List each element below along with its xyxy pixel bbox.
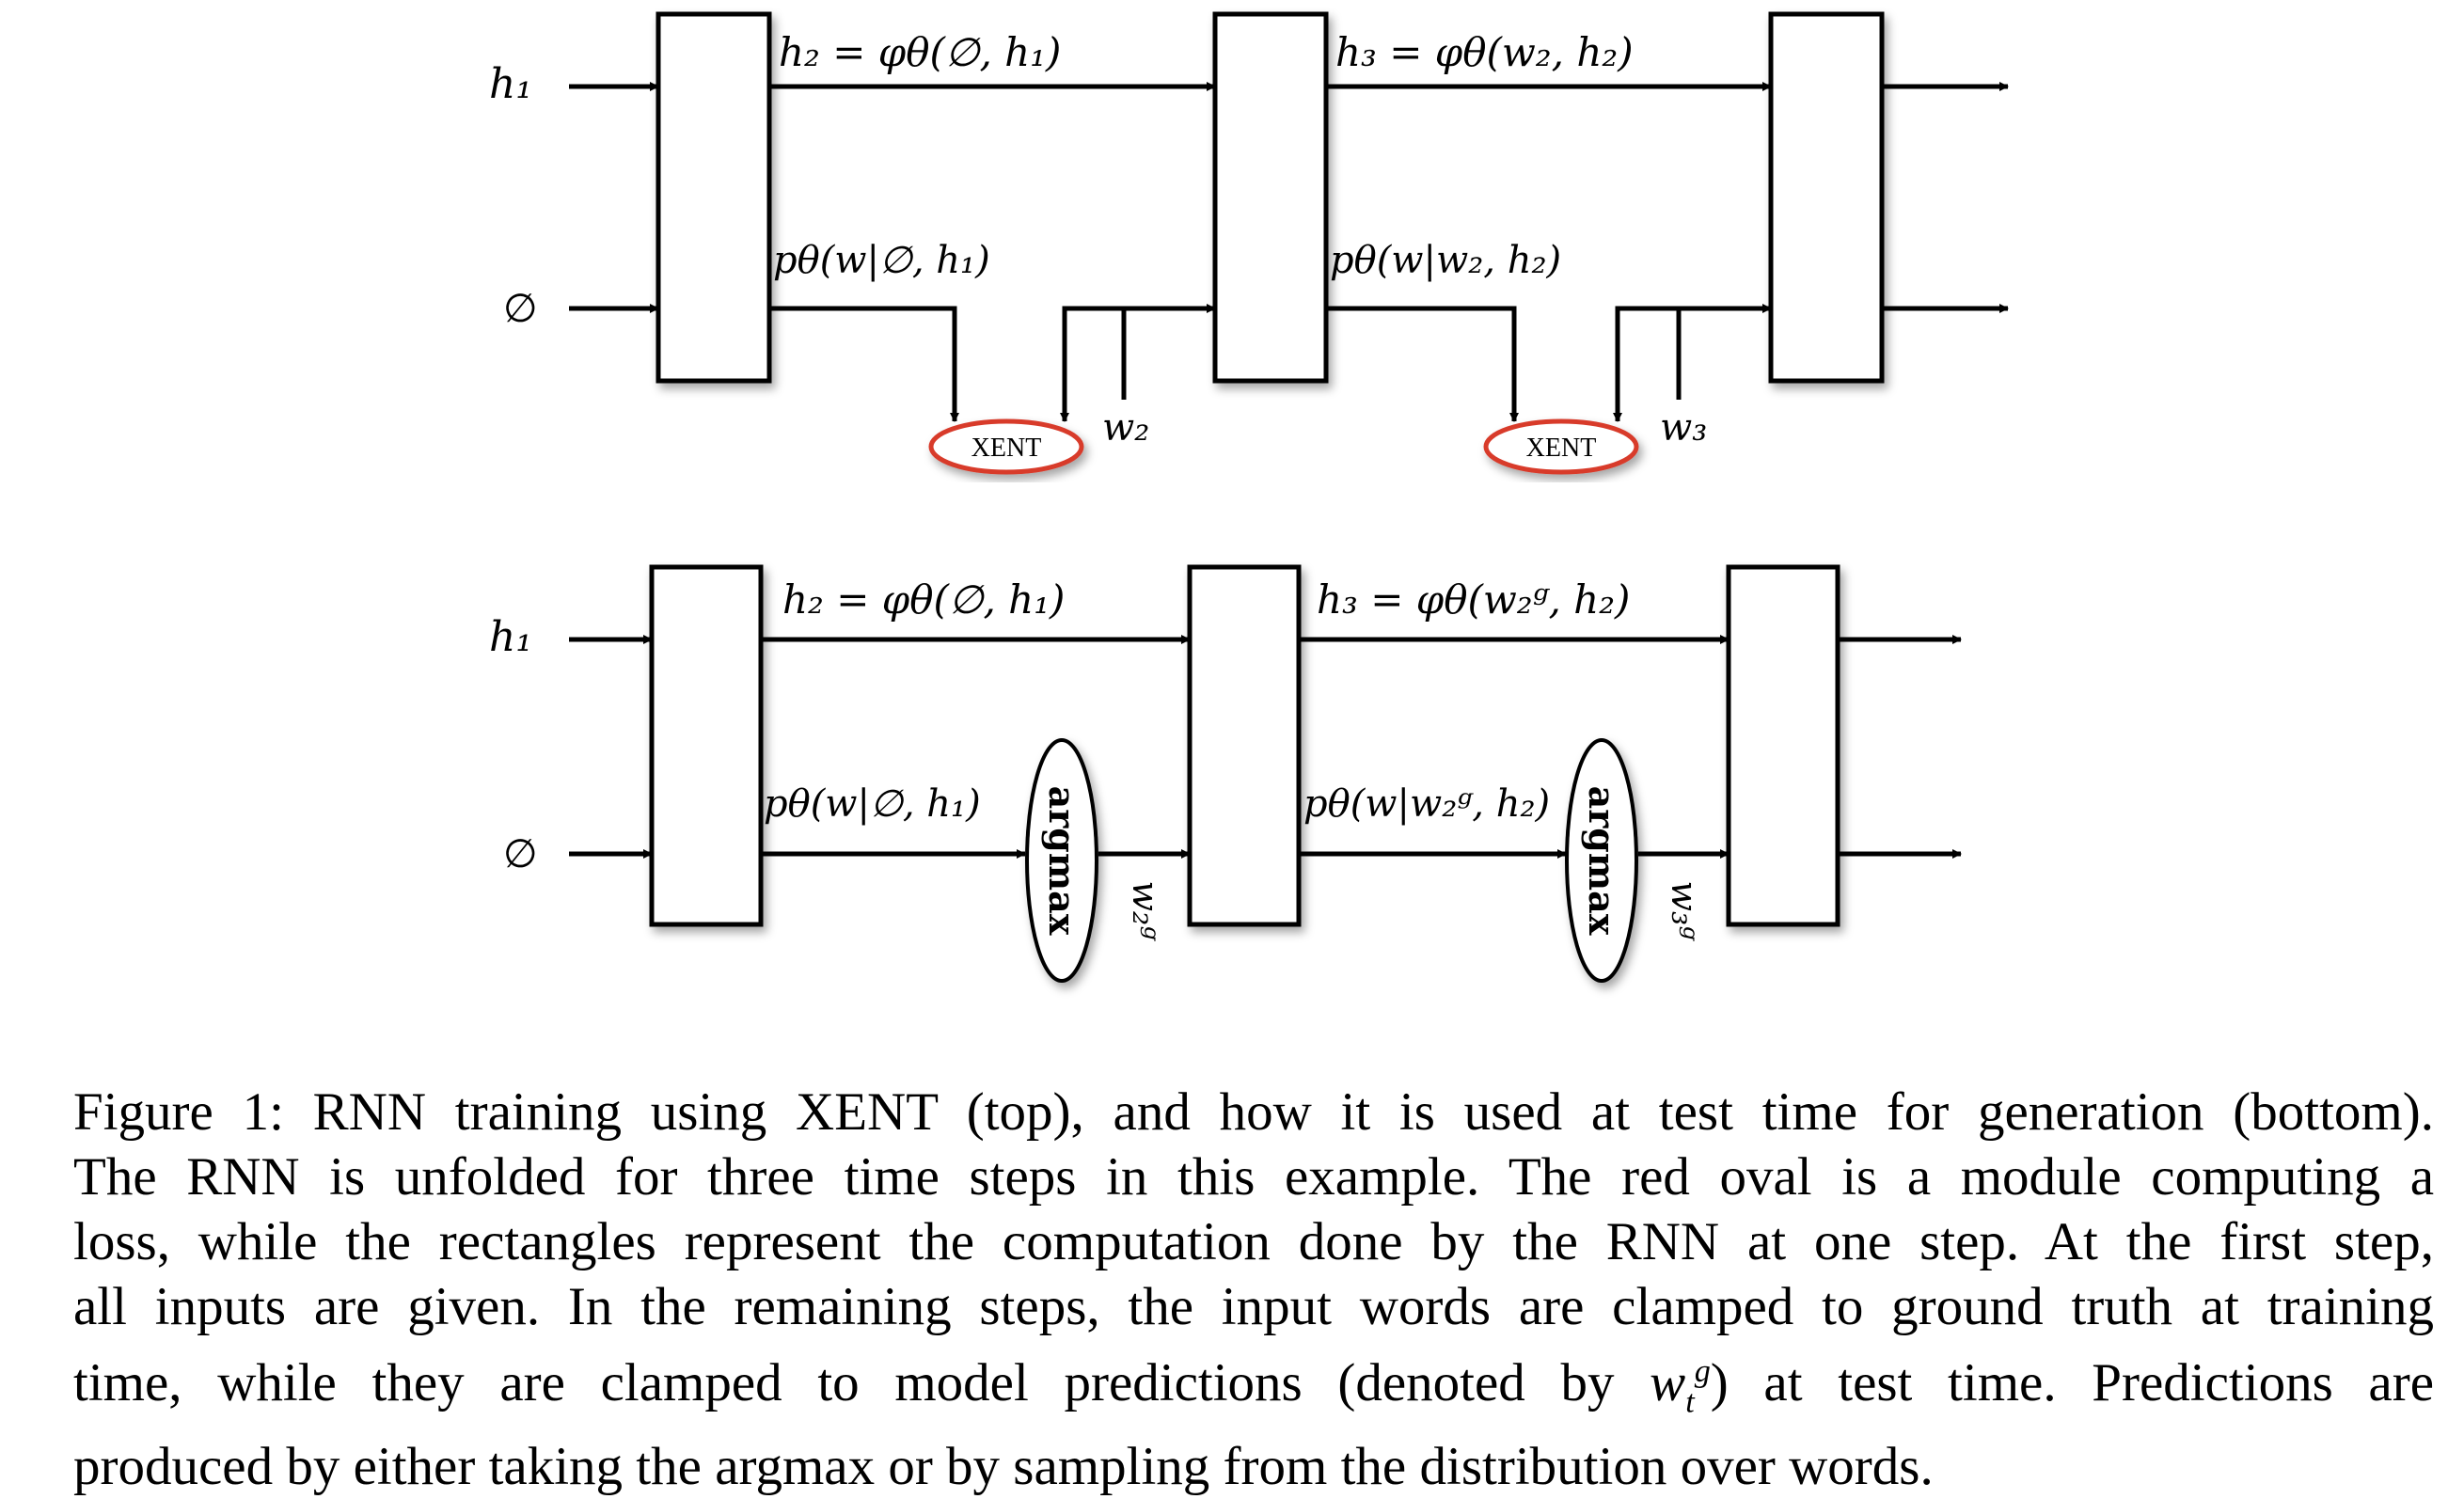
- rnn-step-box-b3: [1726, 564, 1840, 927]
- caption-math-w: w: [1650, 1353, 1686, 1412]
- argmax-oval-1: [1025, 738, 1098, 983]
- rnn-step-box-3: [1768, 11, 1885, 384]
- bottom-label-p2: pθ(w|w₂ᵍ, h₂): [1303, 782, 1550, 826]
- top-label-h3: h₃ = φθ(w₂, h₂): [1335, 29, 1634, 75]
- argmax-label-1: argmax: [1041, 786, 1083, 936]
- bottom-input-empty: ∅: [503, 830, 538, 876]
- caption-line-3: loss, while the rectangles represent the…: [73, 1212, 2434, 1271]
- top-label-p1: pθ(w|∅, h₁): [773, 239, 990, 282]
- caption-math-wtg: wtg: [1650, 1353, 1711, 1420]
- arrow-p2-to-xent: [1326, 306, 1519, 422]
- bottom-label-h3: h₃ = φθ(w₂ᵍ, h₂): [1317, 576, 1630, 623]
- caption-line-6: produced by either taking the argmax or …: [73, 1437, 1934, 1497]
- top-label-p2: pθ(w|w₂, h₂): [1330, 239, 1561, 282]
- rnn-step-box-2: [1212, 11, 1329, 384]
- xent-loss-oval-1: [928, 418, 1084, 475]
- bottom-input-h1: h₁: [489, 613, 532, 661]
- caption-line-2: The RNN is unfolded for three time steps…: [73, 1147, 2434, 1207]
- bottom-diagram: [569, 564, 1962, 983]
- arrow-w3-to-box: [1615, 304, 1772, 381]
- rnn-step-box-b1: [649, 564, 764, 927]
- rnn-step-box-1: [655, 11, 772, 384]
- caption-line-5a: time, while they are clamped to model pr…: [73, 1353, 1651, 1412]
- caption-line-5b: ) at test time. Predictions are: [1710, 1353, 2434, 1412]
- caption-line-5: time, while they are clamped to model pr…: [73, 1339, 2434, 1434]
- rnn-step-box-b2: [1187, 564, 1302, 927]
- top-input-empty: ∅: [503, 285, 538, 331]
- bottom-labels: h₁ ∅ h₂ = φθ(∅, h₁) h₃ = φθ(w₂ᵍ, h₂) pθ(…: [489, 576, 1705, 941]
- bottom-label-p1: pθ(w|∅, h₁): [764, 782, 981, 826]
- argmax-oval-2: [1565, 738, 1638, 983]
- bottom-pred-w2g: w₂ᵍ: [1125, 881, 1166, 942]
- bottom-pred-w3g: w₃ᵍ: [1664, 881, 1705, 942]
- caption-line-1: Figure 1: RNN training using XENT (top),…: [73, 1082, 2434, 1142]
- top-diagram: [569, 11, 2009, 475]
- arrow-p1-to-xent: [769, 306, 959, 422]
- caption-line-4: all inputs are given. In the remaining s…: [73, 1277, 2434, 1336]
- top-labels: h₁ ∅ h₂ = φθ(∅, h₁) h₃ = φθ(w₂, h₂) pθ(w…: [489, 29, 1707, 463]
- top-word-w3: w₃: [1660, 406, 1707, 450]
- xent-label-1: XENT: [971, 434, 1042, 463]
- xent-label-2: XENT: [1526, 434, 1597, 463]
- top-input-h1: h₁: [489, 60, 532, 108]
- bottom-label-h2: h₂ = φθ(∅, h₁): [782, 576, 1065, 623]
- top-word-w2: w₂: [1102, 406, 1149, 450]
- argmax-label-2: argmax: [1581, 786, 1623, 936]
- xent-loss-oval-2: [1483, 418, 1639, 475]
- arrow-w2-to-box: [1062, 304, 1216, 381]
- rnn-diagram: h₁ ∅ h₂ = φθ(∅, h₁) h₃ = φθ(w₂, h₂) pθ(w…: [489, 11, 2009, 983]
- top-label-h2: h₂ = φθ(∅, h₁): [779, 29, 1061, 75]
- figure-caption: Figure 1: RNN training using XENT (top),…: [73, 1080, 2434, 1499]
